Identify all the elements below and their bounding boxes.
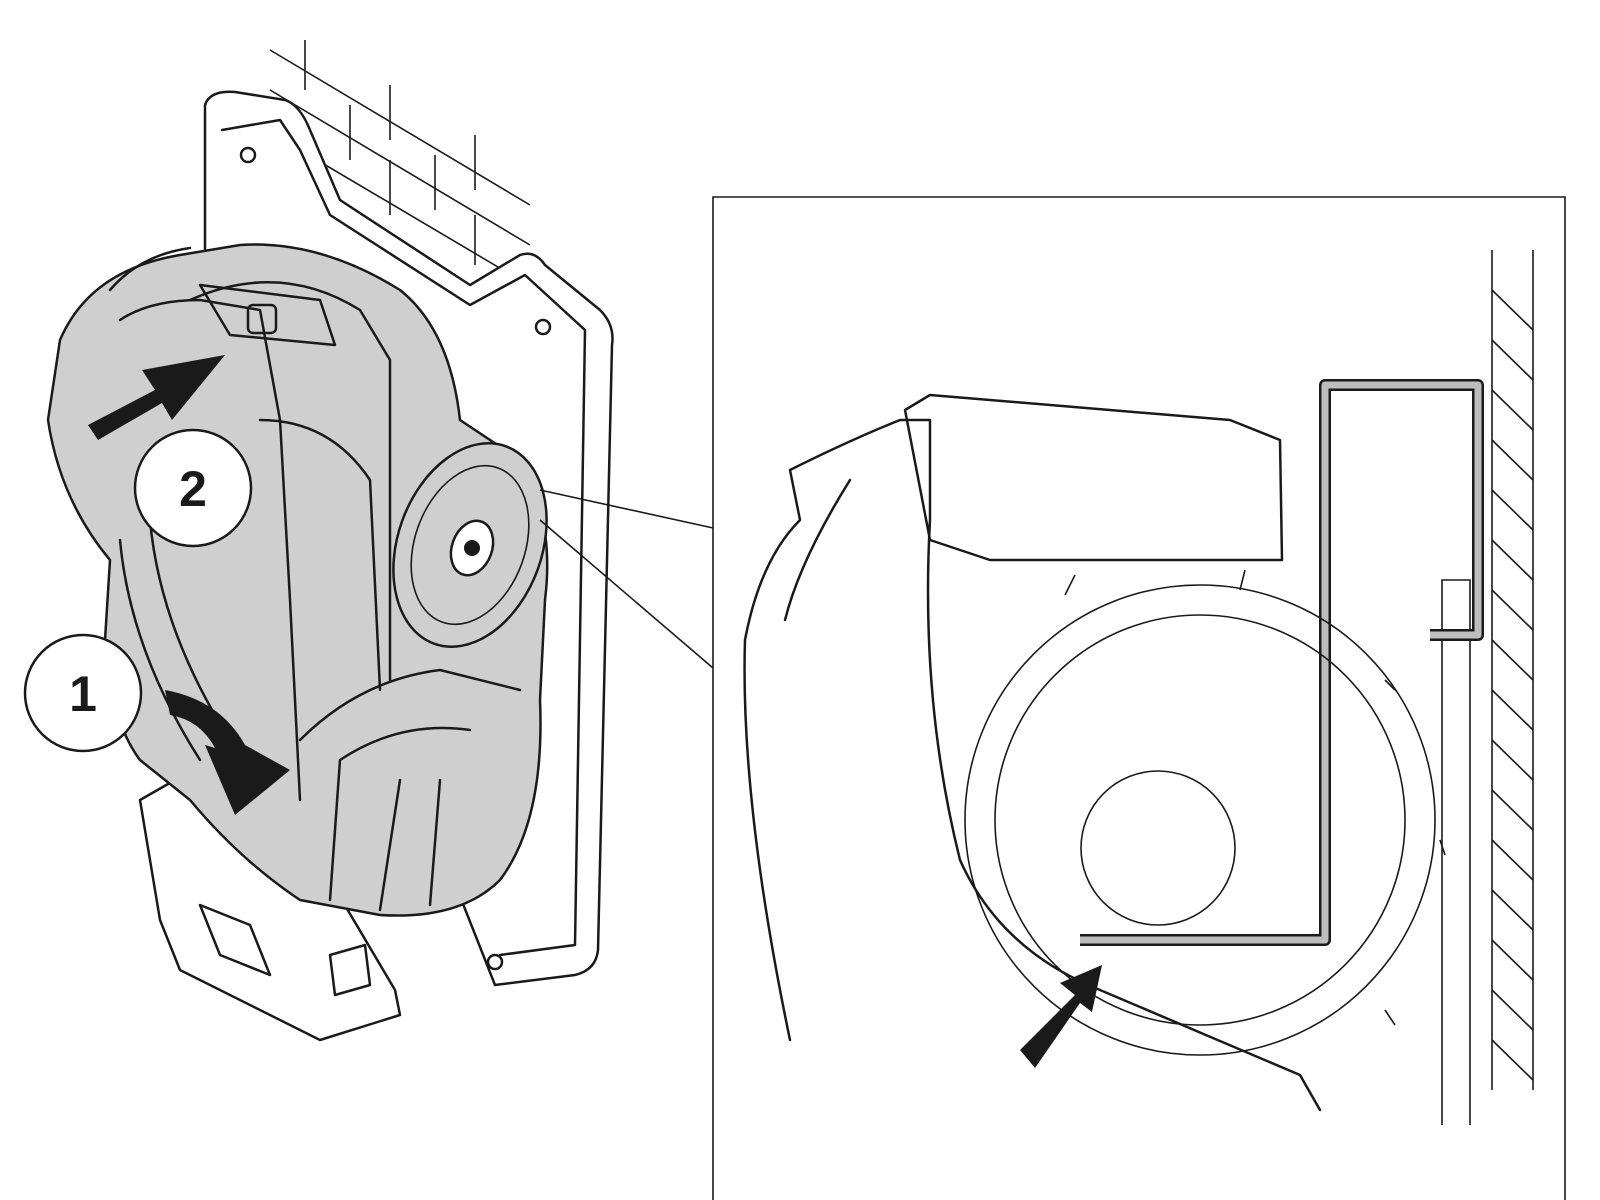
step-2-marker: 2	[133, 428, 253, 548]
rear-wheel	[392, 442, 548, 648]
arrow-hook-engage-icon	[1020, 965, 1102, 1068]
top-wheel-tread	[108, 246, 192, 292]
step-2-label: 2	[179, 461, 207, 517]
callout-line	[539, 489, 714, 529]
step-1-marker: 1	[23, 633, 143, 753]
callout-line	[539, 519, 714, 669]
wall-section	[1491, 250, 1534, 1090]
arrow-push-in-icon	[88, 355, 225, 440]
detail-inset	[712, 196, 1566, 1200]
step-1-label: 1	[69, 666, 97, 722]
arrow-rotate-down-icon	[165, 690, 290, 815]
brand-logo	[246, 303, 278, 335]
